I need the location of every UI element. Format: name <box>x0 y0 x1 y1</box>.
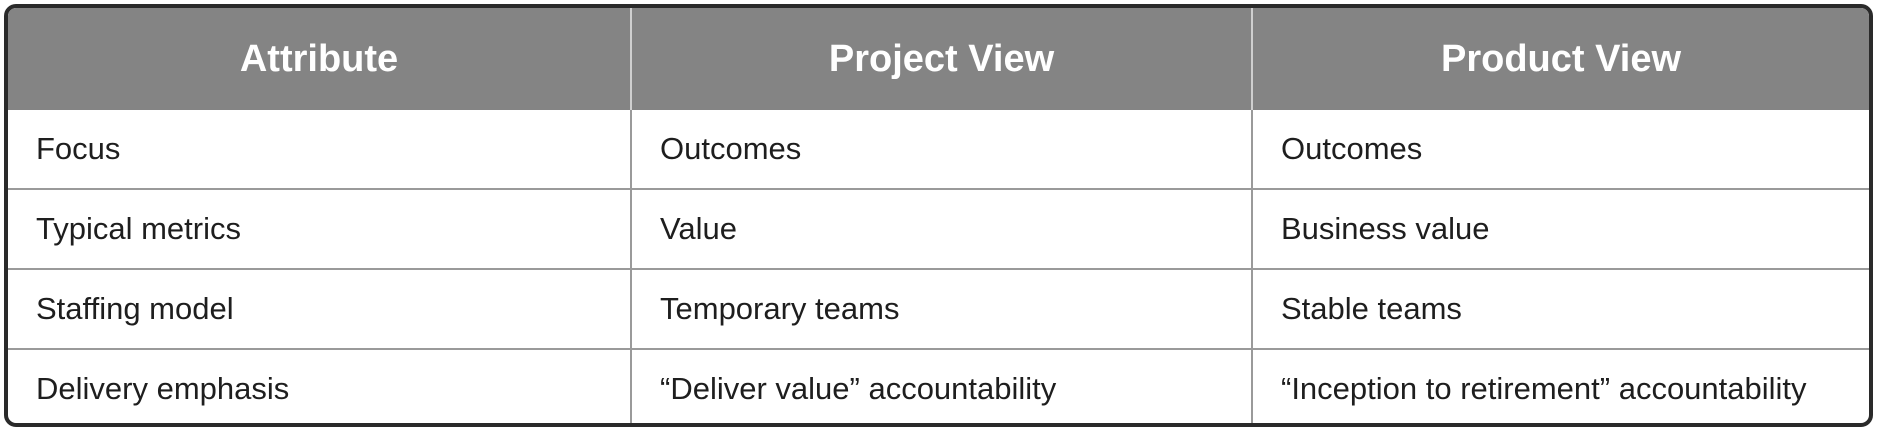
cell-project-view: “Deliver value” accountability <box>631 348 1253 423</box>
table-row: Focus Outcomes Outcomes <box>8 110 1869 189</box>
header-row: Attribute Project View Product View <box>8 8 1869 110</box>
cell-product-view: Stable teams <box>1252 268 1869 349</box>
table-header: Attribute Project View Product View <box>8 8 1869 110</box>
table-body: Focus Outcomes Outcomes Typical metrics … <box>8 110 1869 423</box>
comparison-table-grid: Attribute Project View Product View Focu… <box>8 8 1869 423</box>
cell-project-view: Value <box>631 188 1253 269</box>
table-row: Typical metrics Value Business value <box>8 188 1869 269</box>
header-attribute: Attribute <box>8 8 632 110</box>
header-project-view: Project View <box>631 8 1253 110</box>
cell-attribute: Staffing model <box>8 268 632 349</box>
cell-project-view: Temporary teams <box>631 268 1253 349</box>
table-row: Delivery emphasis “Deliver value” accoun… <box>8 348 1869 423</box>
cell-attribute: Focus <box>8 110 632 189</box>
table-row: Staffing model Temporary teams Stable te… <box>8 268 1869 349</box>
cell-product-view: “Inception to retirement” accountability <box>1252 348 1869 423</box>
header-product-view: Product View <box>1252 8 1869 110</box>
cell-attribute: Typical metrics <box>8 188 632 269</box>
cell-product-view: Outcomes <box>1281 131 1423 166</box>
cell-project-view: Outcomes <box>631 110 1253 189</box>
comparison-table: Attribute Project View Product View Focu… <box>4 4 1873 427</box>
cell-attribute: Delivery emphasis <box>8 348 632 423</box>
cell-product-view: Business value <box>1252 188 1869 269</box>
